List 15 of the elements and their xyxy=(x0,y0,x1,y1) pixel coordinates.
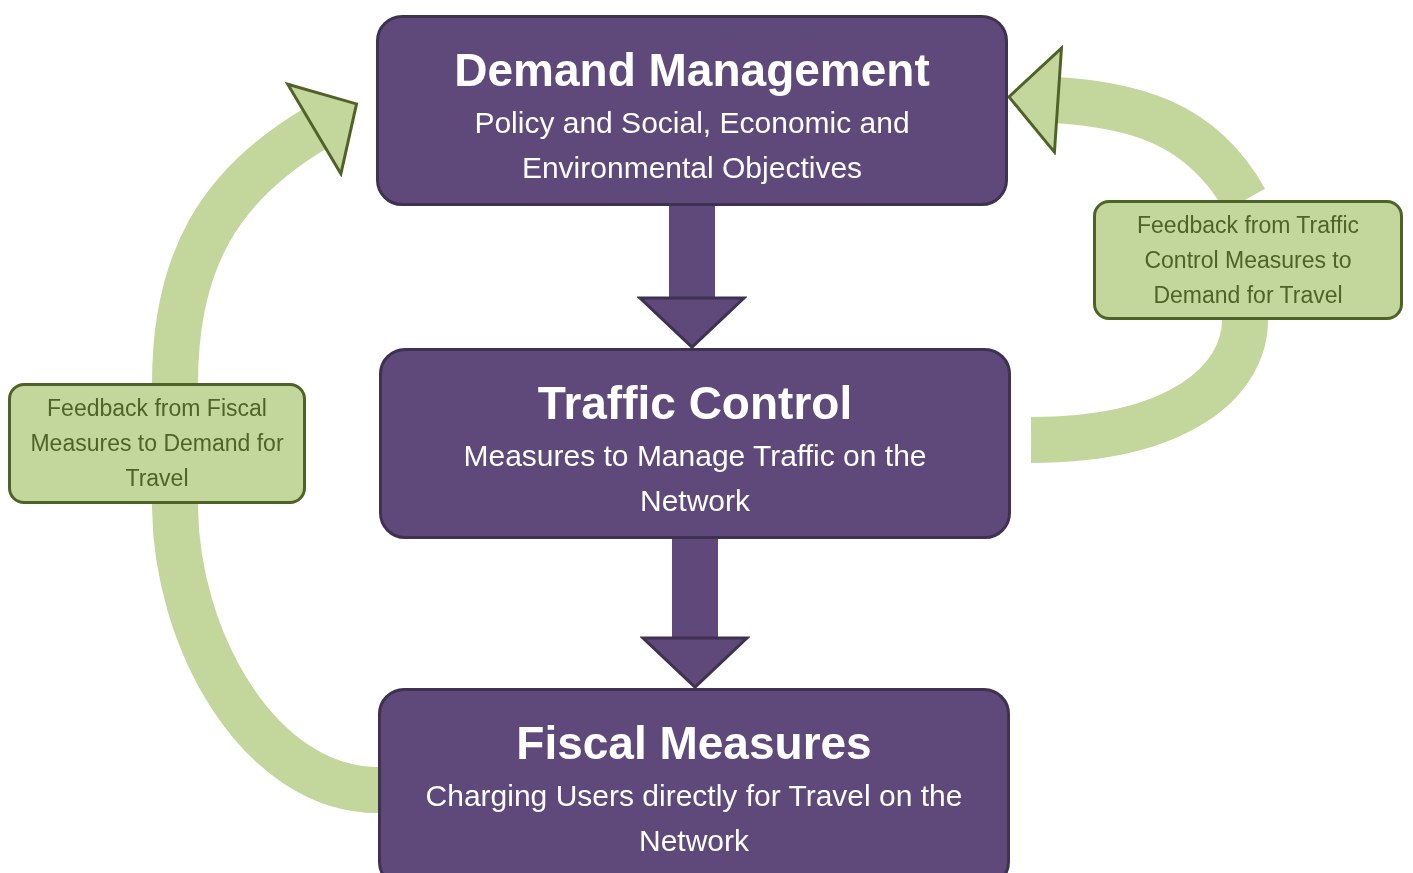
block-arrow xyxy=(641,539,749,689)
box-subtitle: Charging Users directly for Travel on the Network xyxy=(424,778,964,859)
feedback-text: Feedback from Fiscal Measures to Demand for Travel xyxy=(29,394,285,493)
box-title: Traffic Control xyxy=(537,376,853,431)
box-title: Fiscal Measures xyxy=(516,716,872,771)
box-subtitle: Measures to Manage Traffic on the Network xyxy=(462,438,928,519)
feedback-box xyxy=(1093,200,1403,320)
box-title: Demand Management xyxy=(454,43,930,98)
block-arrow xyxy=(638,206,746,349)
box-subtitle: Policy and Social, Economic and Environmental Objectives xyxy=(473,105,911,186)
process-box xyxy=(379,348,1011,539)
process-box xyxy=(376,15,1008,206)
process-box xyxy=(378,688,1010,873)
feedback-text: Feedback from Traffic Control Measures to Demand for Travel xyxy=(1136,210,1360,310)
feedback-box xyxy=(8,383,306,504)
